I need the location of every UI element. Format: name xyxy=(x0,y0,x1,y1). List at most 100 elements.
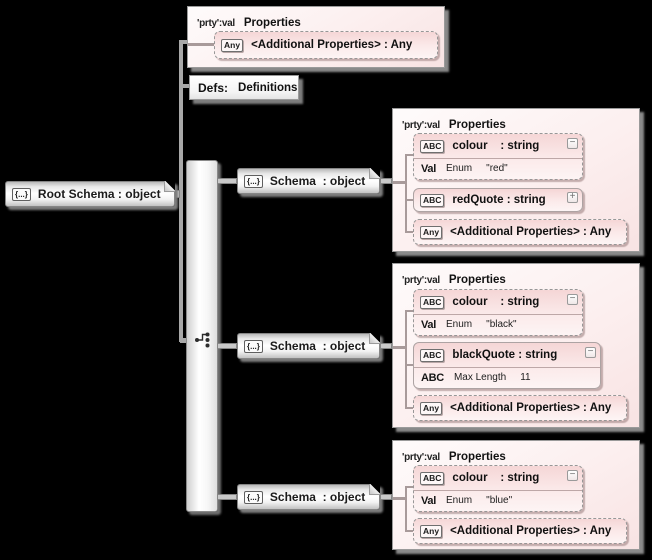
connector-tick-definitions xyxy=(179,84,190,88)
definitions-node[interactable]: Defs: Definitions xyxy=(189,75,299,100)
facet-row: Val Enum "black" xyxy=(414,314,582,334)
branch-sequence-icon xyxy=(195,332,210,348)
root-schema-node[interactable]: {...} Root Schema : object xyxy=(5,181,175,207)
panel-title: 'prty':val Properties xyxy=(402,270,506,288)
any-badge-icon: Any xyxy=(420,401,443,415)
properties-panel-blue: 'prty':val Properties ABC colour : string… xyxy=(392,440,640,550)
expand-toggle-button[interactable]: + xyxy=(567,192,578,203)
facet-row: Val Enum "blue" xyxy=(414,490,582,510)
facet-value: "blue" xyxy=(486,495,513,506)
facet-keyword: Val xyxy=(421,318,437,331)
item-tick xyxy=(405,530,413,532)
any-badge-icon: Any xyxy=(420,524,443,538)
item-tick xyxy=(405,486,413,488)
root-schema-label: Root Schema : object xyxy=(37,187,161,201)
facet-keyword: Val xyxy=(421,162,437,175)
panel-title: 'prty':val Properties xyxy=(402,447,506,465)
object-icon: {...} xyxy=(244,174,263,188)
abc-badge-icon: ABC xyxy=(420,295,445,309)
additional-properties-item[interactable]: Any <Additional Properties> : Any xyxy=(214,31,438,59)
abc-badge-icon: ABC xyxy=(420,139,445,153)
facet-name: Enum xyxy=(446,319,473,330)
panel-title-badge: 'prty':val xyxy=(402,452,440,463)
connector-tick-compositor xyxy=(180,338,187,343)
panel-title-text: Properties xyxy=(243,17,301,29)
property-item-colour[interactable]: ABC colour : string − Val Enum "red" xyxy=(413,133,583,180)
collapse-toggle-button[interactable]: − xyxy=(567,470,578,481)
root-properties-panel: 'prty':val Properties Any <Additional Pro… xyxy=(187,6,445,68)
item-label: <Additional Properties> : Any xyxy=(450,402,612,414)
item-label: <Additional Properties> : Any xyxy=(251,39,413,51)
schema-node-blue[interactable]: {...} Schema : object xyxy=(237,484,380,510)
item-label: <Additional Properties> : Any xyxy=(450,525,612,537)
property-item-colour[interactable]: ABC colour : string − Val Enum "blue" xyxy=(413,465,583,512)
panel-entry-tick xyxy=(393,497,405,500)
facet-name: Enum xyxy=(446,495,473,506)
panel-title-text: Properties xyxy=(448,451,506,463)
facet-value: "red" xyxy=(486,163,508,174)
properties-panel-black: 'prty':val Properties ABC colour : string… xyxy=(392,263,640,428)
connector-line xyxy=(179,42,183,342)
panel-title-badge: 'prty':val xyxy=(402,275,440,286)
fold-corner-icon xyxy=(369,168,380,179)
schema-panel-tick xyxy=(380,494,392,500)
property-item-blackquote[interactable]: ABC blackQuote : string − ABC Max Length… xyxy=(413,342,601,389)
schema-label: Schema : object xyxy=(269,339,366,353)
bar-schema-tick xyxy=(217,178,237,184)
panel-title: 'prty':val Properties xyxy=(402,115,506,133)
panel-title: 'prty':val Properties xyxy=(197,13,301,31)
schema-node-black[interactable]: {...} Schema : object xyxy=(237,333,380,359)
bar-schema-tick xyxy=(217,343,237,349)
facet-name: Max Length xyxy=(453,372,507,383)
facet-value: 11 xyxy=(520,372,531,383)
schema-label: Schema : object xyxy=(269,174,366,188)
panel-branch-line xyxy=(405,310,407,408)
collapse-toggle-button[interactable]: − xyxy=(567,294,578,305)
additional-properties-item[interactable]: Any <Additional Properties> : Any xyxy=(413,219,627,245)
defs-keyword: Defs: xyxy=(198,80,229,95)
panel-entry-tick xyxy=(393,181,405,184)
facet-keyword: ABC xyxy=(421,371,444,384)
defs-label: Definitions xyxy=(238,81,298,94)
schema-label: Schema : object xyxy=(269,490,366,504)
collapse-toggle-button[interactable]: − xyxy=(567,138,578,149)
schema-panel-tick xyxy=(380,178,392,184)
facet-name: Enum xyxy=(446,163,473,174)
abc-badge-icon: ABC xyxy=(420,471,445,485)
schema-panel-tick xyxy=(380,343,392,349)
fold-corner-icon xyxy=(369,484,380,495)
abc-badge-icon: ABC xyxy=(420,348,445,362)
item-tick xyxy=(405,199,413,201)
item-tick xyxy=(405,231,413,233)
any-badge-icon: Any xyxy=(420,225,443,239)
additional-properties-item[interactable]: Any <Additional Properties> : Any xyxy=(413,395,627,421)
object-icon: {...} xyxy=(244,339,263,353)
connector-tick-top-properties xyxy=(179,40,188,44)
fold-corner-icon xyxy=(164,181,175,192)
item-tick xyxy=(405,364,413,366)
any-badge-icon: Any xyxy=(221,38,244,52)
panel-branch-line xyxy=(405,154,407,233)
panel-title-text: Properties xyxy=(448,274,506,286)
item-tick xyxy=(405,154,413,156)
facet-row: ABC Max Length 11 xyxy=(414,367,600,387)
additional-properties-item[interactable]: Any <Additional Properties> : Any xyxy=(413,518,627,544)
schema-node-red[interactable]: {...} Schema : object xyxy=(237,168,380,194)
panel-title-badge: 'prty':val xyxy=(402,120,440,131)
panel-entry-tick xyxy=(393,346,405,349)
item-label: colour : string xyxy=(452,296,540,308)
item-label: colour : string xyxy=(452,472,540,484)
facet-value: "black" xyxy=(486,319,517,330)
object-icon: {...} xyxy=(12,187,31,201)
property-item-redquote[interactable]: ABC redQuote : string + xyxy=(413,188,583,212)
item-label: <Additional Properties> : Any xyxy=(450,226,612,238)
collapse-toggle-button[interactable]: − xyxy=(585,347,596,358)
object-icon: {...} xyxy=(244,490,263,504)
panel-title-text: Properties xyxy=(448,119,506,131)
item-label: redQuote : string xyxy=(452,194,546,206)
property-item-colour[interactable]: ABC colour : string − Val Enum "black" xyxy=(413,289,583,336)
panel-title-badge: 'prty':val xyxy=(197,18,235,29)
facet-row: Val Enum "red" xyxy=(414,158,582,178)
item-label: blackQuote : string xyxy=(452,349,558,361)
